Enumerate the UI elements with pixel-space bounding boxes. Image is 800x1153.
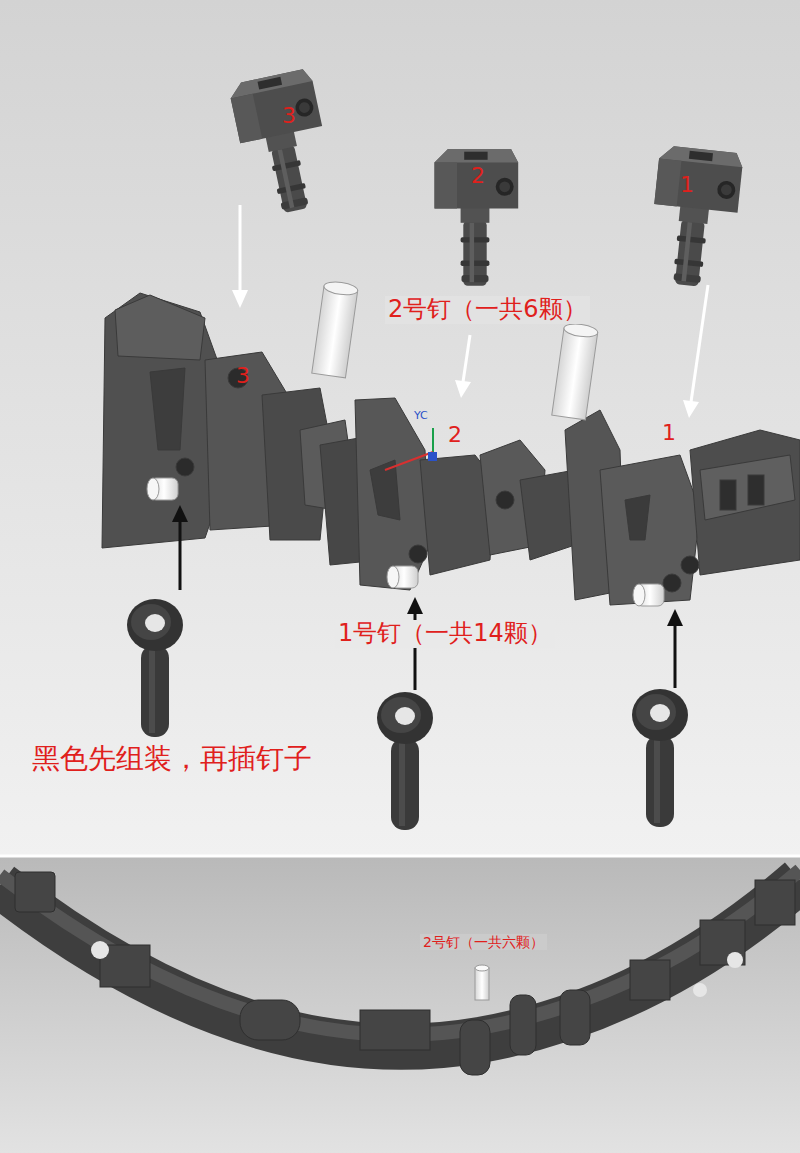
callout-number: 3	[236, 363, 250, 388]
part-note: 1号钉（一共14颗）	[335, 620, 555, 648]
callout-number: 2	[471, 163, 485, 188]
callout-number: 3	[282, 103, 296, 128]
callout-number: 1	[662, 420, 676, 445]
callout-number: 1	[680, 172, 694, 197]
assembly-note: 黑色先组装，再插钉子	[32, 743, 312, 775]
axis-label: YC	[414, 410, 428, 423]
part-note: 2号钉（一共6颗）	[385, 296, 590, 324]
part-note: 2号钉（一共六颗）	[420, 934, 547, 950]
callout-number: 2	[448, 422, 462, 447]
